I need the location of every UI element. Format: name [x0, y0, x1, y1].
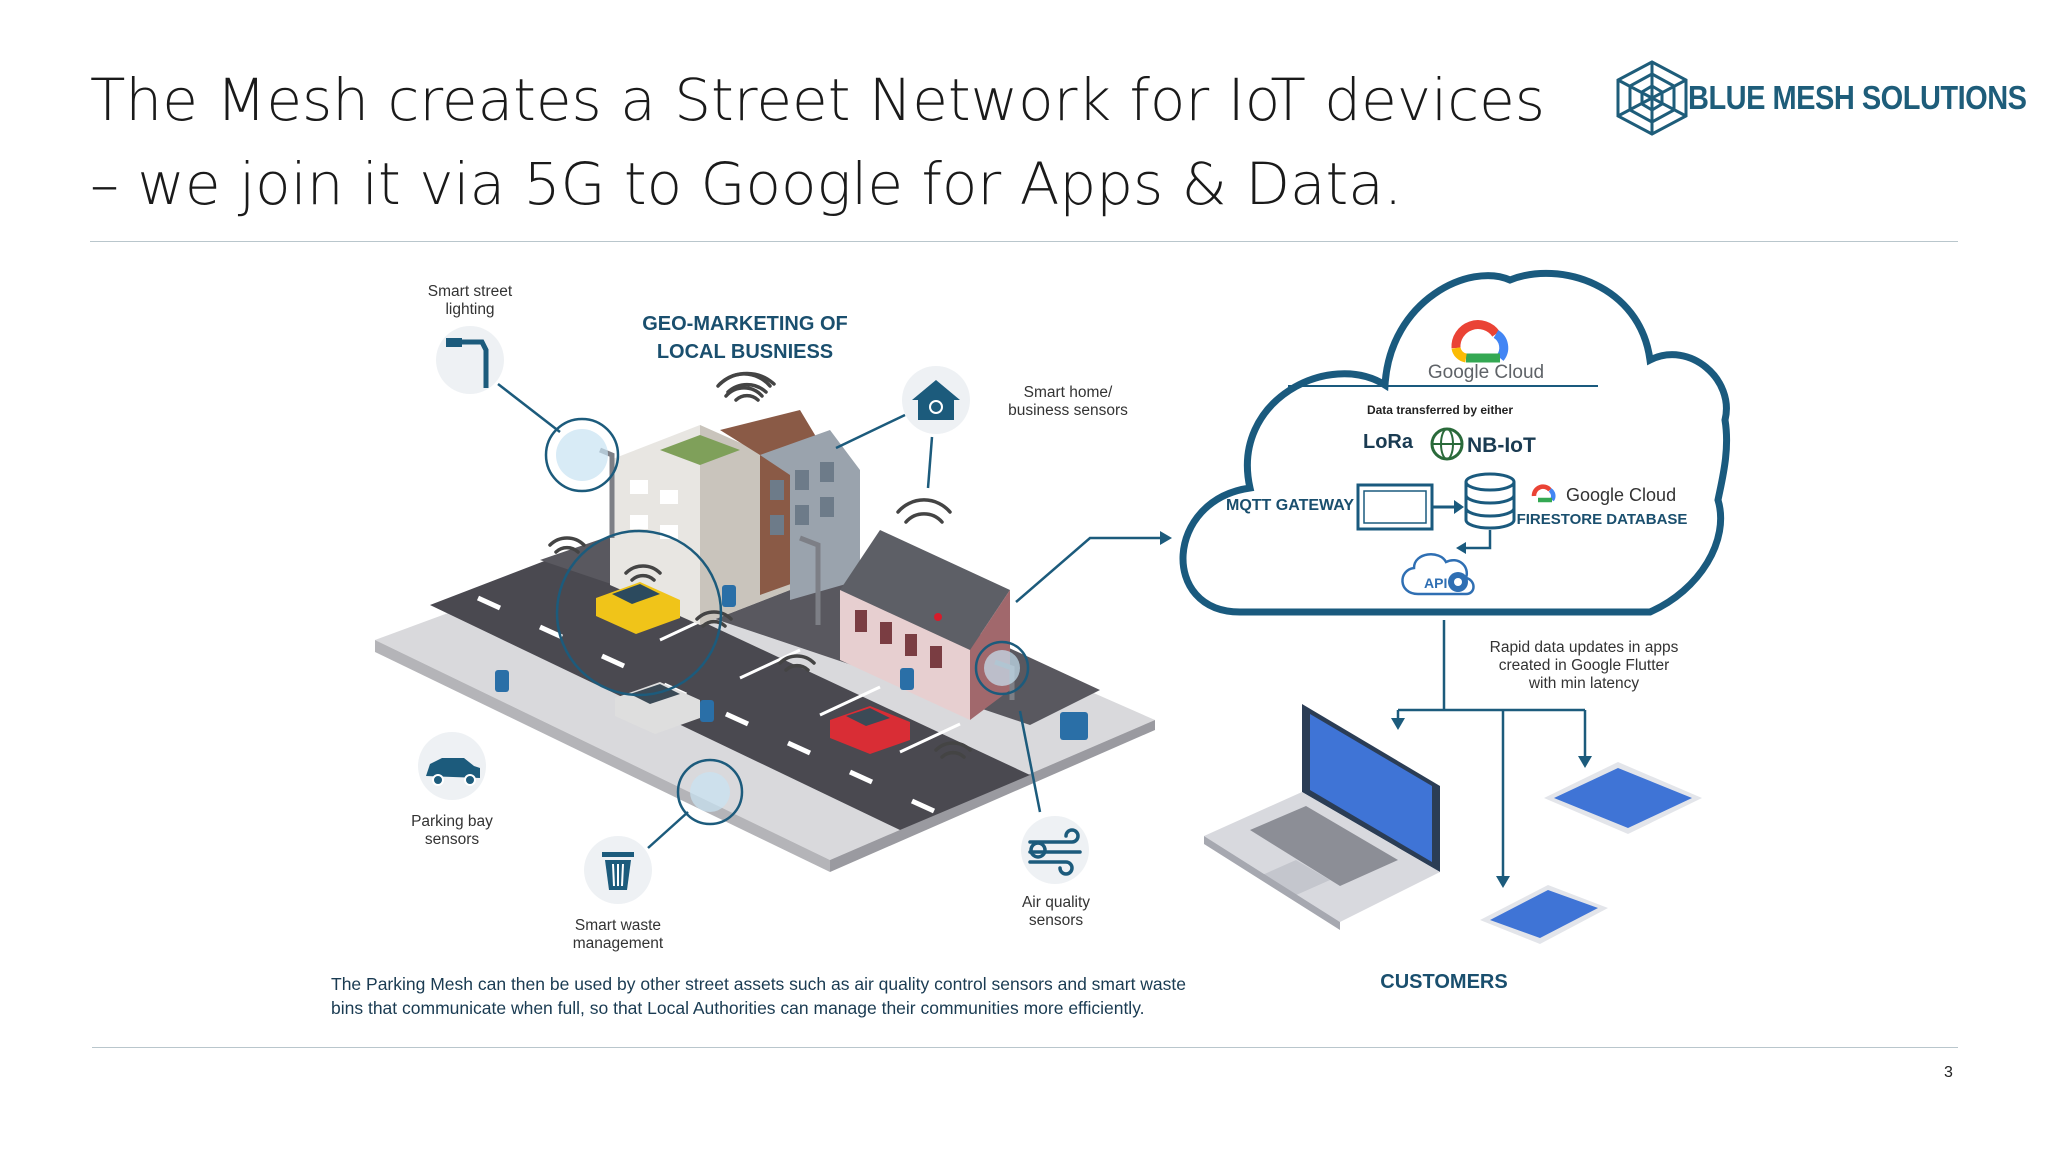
phone-icon [1480, 885, 1608, 944]
label-street-lighting-2: lighting [445, 301, 494, 318]
label-smart-waste-1: Smart waste [575, 917, 661, 934]
footnote-line-1: The Parking Mesh can then be used by oth… [331, 974, 1186, 994]
geo-wifi-icon [718, 371, 776, 402]
label-smart-home-2: business sensors [1008, 402, 1128, 419]
label-smart-waste-2: management [573, 935, 664, 952]
street-light-icon [436, 326, 504, 394]
data-transferred-text: Data transferred by either [1367, 403, 1513, 417]
database-icon [1464, 472, 1516, 530]
logo-text: BLUE MESH SOLUTIONS [1688, 80, 2027, 117]
label-parking-bay-1: Parking bay [411, 813, 493, 830]
laptop-icon [1204, 704, 1440, 930]
footnote-line-2: bins that communicate when full, so that… [331, 998, 1145, 1018]
label-parking-bay-2: sensors [425, 831, 480, 848]
google-cloud-logo-icon [1451, 320, 1509, 363]
label-street-lighting-1: Smart street [428, 283, 513, 300]
google-cloud-title: Google Cloud [1428, 362, 1544, 383]
label-smart-home-1: Smart home/ [1024, 384, 1113, 401]
label-air-quality-2: sensors [1029, 912, 1084, 929]
taxi-car [596, 582, 680, 634]
customers-label: CUSTOMERS [1380, 971, 1507, 993]
footer-divider [92, 1047, 1958, 1048]
mqtt-gateway-label: MQTT GATEWAY [1226, 497, 1354, 514]
cloud-outline [1179, 269, 1731, 616]
label-air-quality-1: Air quality [1022, 894, 1090, 911]
street-scene [375, 372, 1172, 872]
mesh-logo-icon [1616, 60, 1688, 136]
slide-title: The Mesh creates a Street Network for Io… [90, 58, 1550, 226]
label-geo-marketing-2: LOCAL BUSNIESS [657, 341, 833, 363]
rapid-updates-line-1: Rapid data updates in apps [1490, 639, 1679, 656]
google-cloud-small-label: Google Cloud [1566, 485, 1676, 505]
rapid-updates-line-2: created in Google Flutter [1499, 657, 1670, 674]
nbiot-logo: NB-IoT [1467, 434, 1536, 457]
home-sensor-icon [902, 366, 970, 434]
google-cloud-small-icon [1531, 484, 1556, 503]
slide-title-line-1: The Mesh creates a Street Network for Io… [90, 66, 1545, 134]
slide-title-line-2: – we join it via 5G to Google for Apps &… [90, 150, 1403, 218]
api-label: API [1424, 575, 1447, 591]
firestore-label: FIRESTORE DATABASE [1517, 511, 1688, 528]
car-sensor-icon [418, 732, 486, 800]
title-divider [90, 241, 1958, 242]
rapid-updates-line-3: with min latency [1528, 675, 1640, 692]
red-car [830, 706, 910, 754]
google-cloud-panel: Google Cloud Data transferred by either … [1179, 269, 1731, 616]
company-logo: BLUE MESH SOLUTIONS [1612, 58, 2027, 138]
nbiot-globe-icon [1430, 427, 1464, 461]
api-cloud-gear-icon [1401, 553, 1475, 596]
page-number: 3 [1944, 1064, 1953, 1081]
label-geo-marketing-1: GEO-MARKETING OF [642, 313, 848, 335]
lora-logo: LoRa [1363, 431, 1414, 453]
air-quality-icon [1021, 816, 1089, 884]
tablet-icon [1544, 762, 1702, 834]
road [430, 555, 1030, 830]
waste-bin-icon [584, 836, 652, 904]
